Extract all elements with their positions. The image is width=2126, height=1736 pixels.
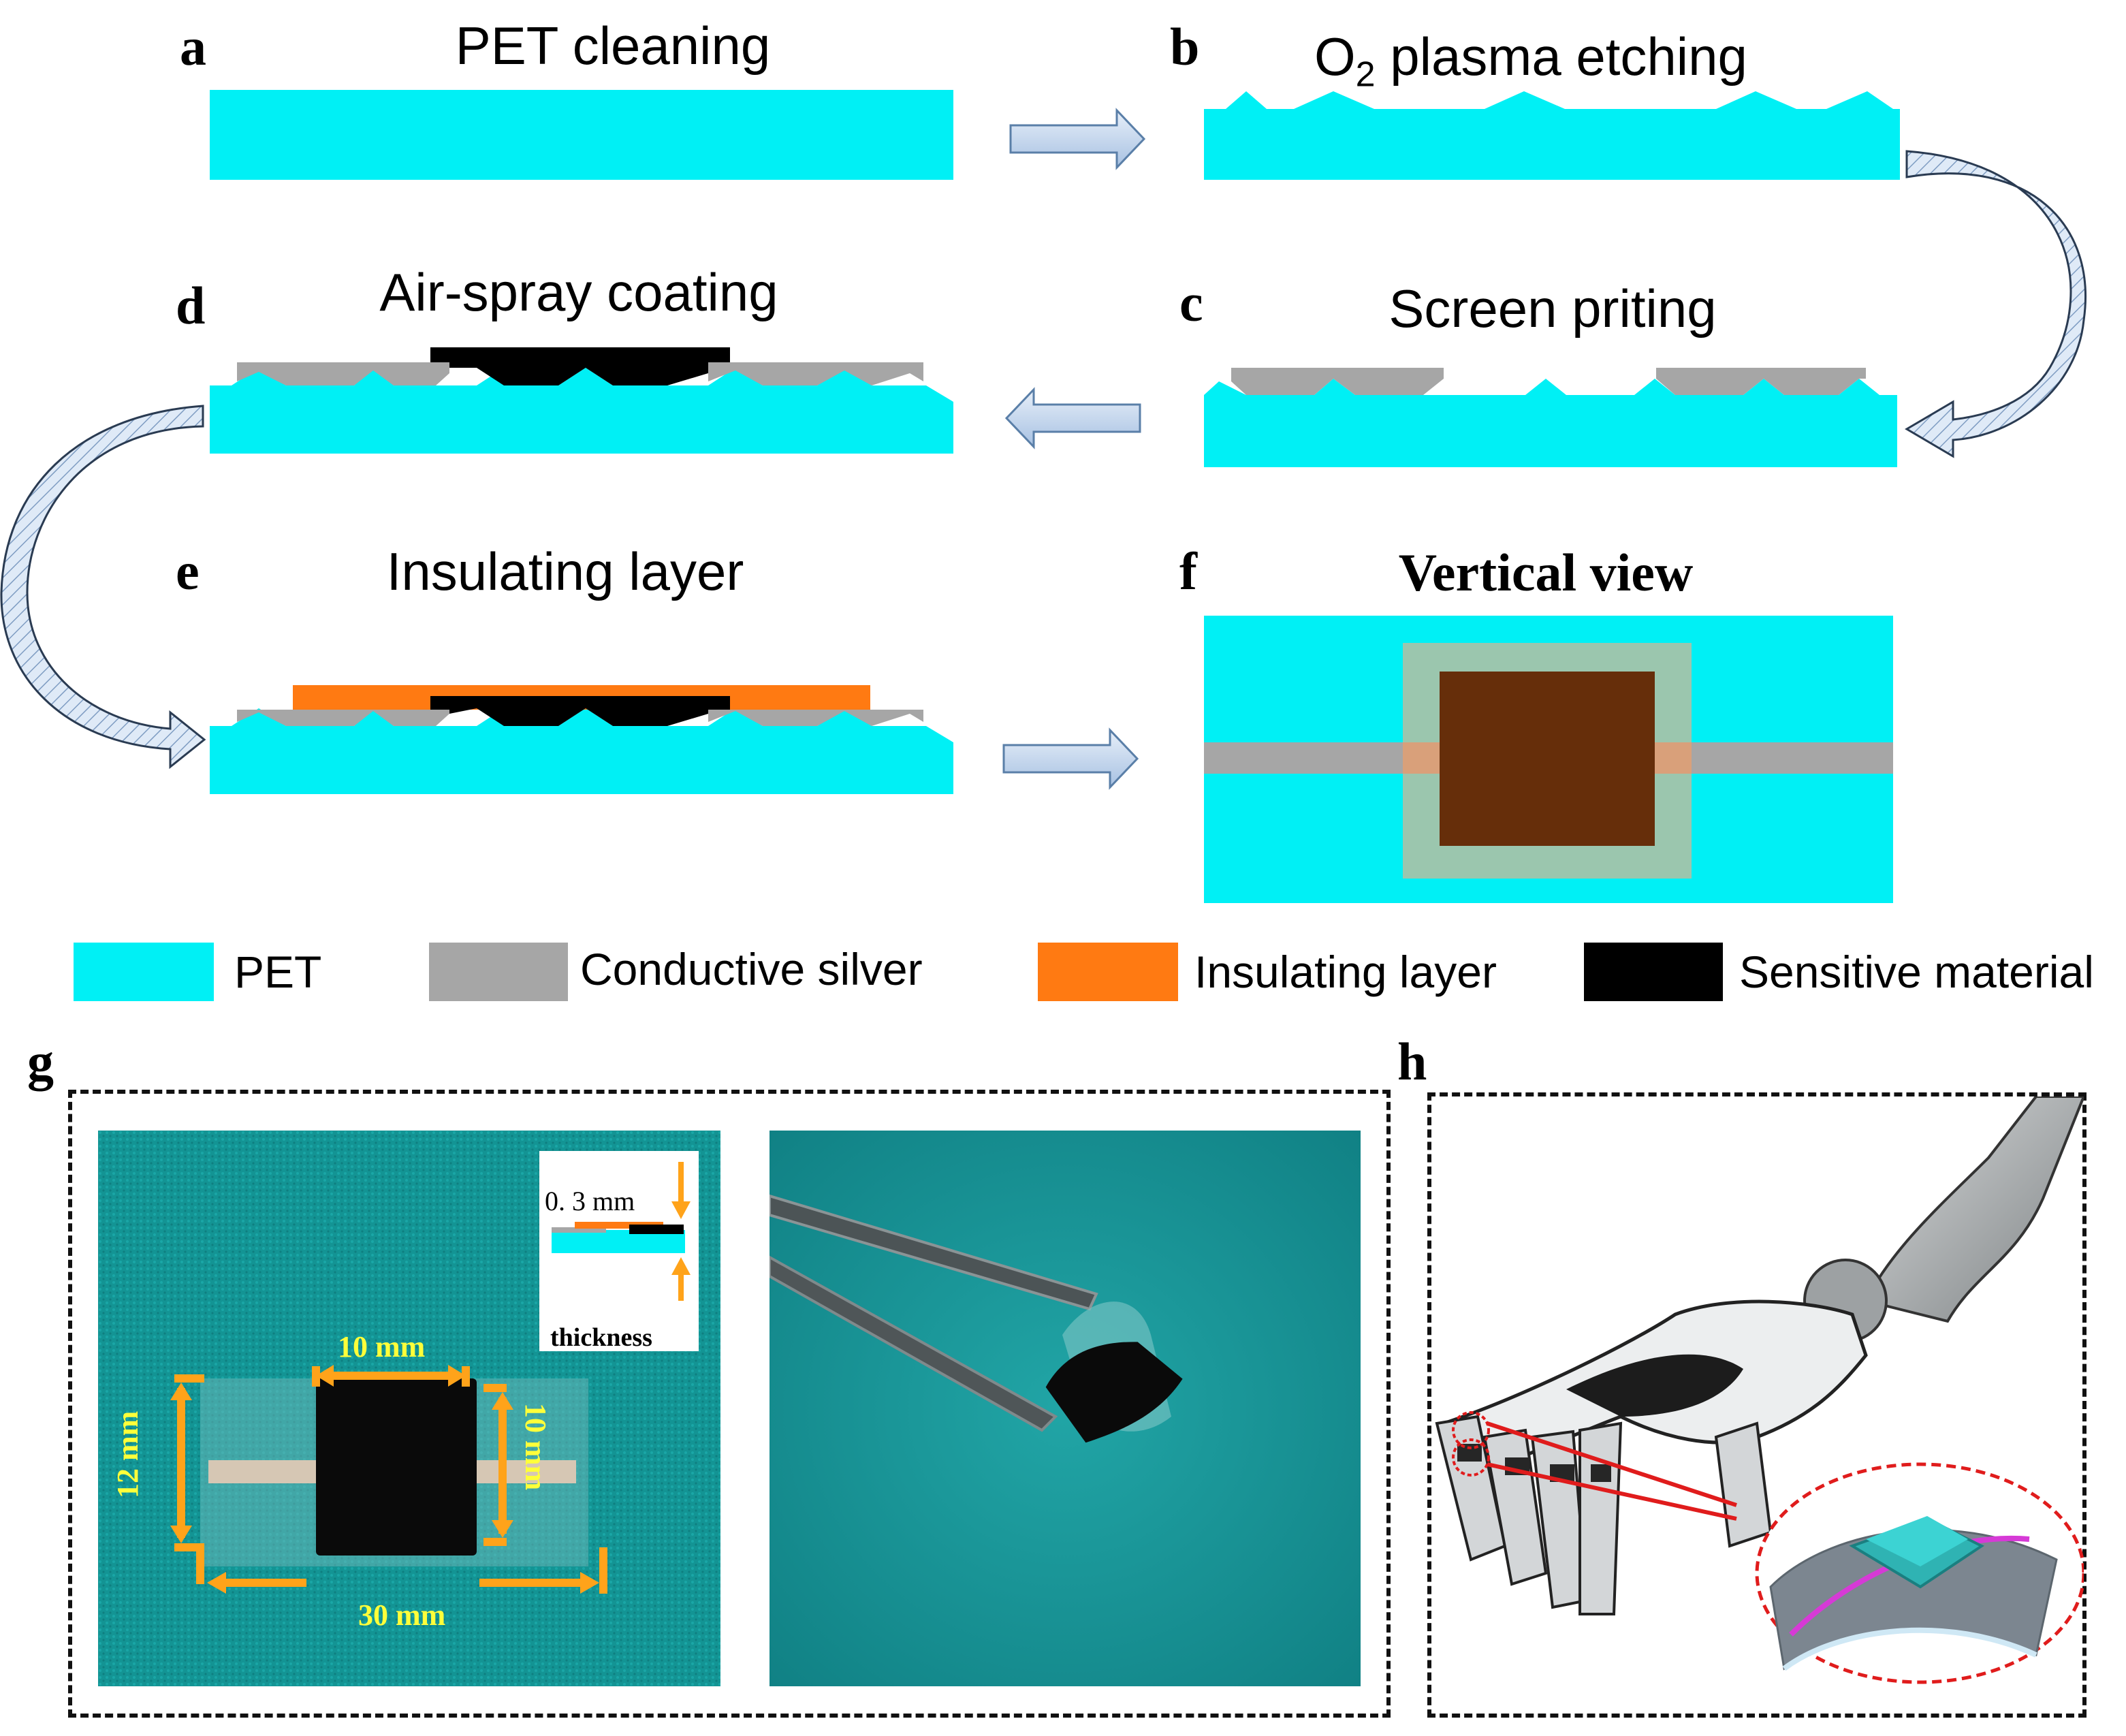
- device-photo: 10 mm 12 mm 10 mm 30 mm 0. 3 mm thicknes…: [98, 1131, 720, 1686]
- device-photo-art: [98, 1131, 720, 1686]
- legend-label-sensitive: Sensitive material: [1739, 947, 2094, 997]
- silver-under-frame-left: [1403, 742, 1440, 774]
- silver-trace-d-right: [708, 362, 923, 385]
- panel-h-frame: [1427, 1092, 2087, 1718]
- thickness-inset: [539, 1151, 699, 1351]
- legend-label-insulating: Insulating layer: [1194, 947, 1497, 997]
- panel-label-g: g: [27, 1032, 54, 1091]
- panel-label-a: a: [180, 17, 206, 76]
- silver-trace-e-left: [237, 710, 449, 726]
- arrow-a-to-b: [1009, 108, 1146, 170]
- legend-swatch-sensitive: [1584, 943, 1723, 1001]
- finger-surface-edge: [1782, 1627, 2037, 1671]
- panel-label-d: d: [176, 276, 206, 335]
- sensitive-core-top: [1440, 672, 1655, 846]
- legend-swatch-pet: [74, 943, 214, 1001]
- dim-width-bottom: 30 mm: [358, 1598, 446, 1632]
- arrow-b-to-c: [1905, 150, 2087, 458]
- dim-height-left: 12 mm: [111, 1410, 144, 1498]
- robotic-hand-illustration: [1435, 1096, 2084, 1684]
- robot-forearm: [1864, 1096, 2084, 1323]
- panel-title-b-sub: 2: [1355, 54, 1376, 95]
- pet-substrate-a: [210, 90, 953, 180]
- silver-trace-c-left: [1231, 368, 1444, 395]
- panel-label-h: h: [1397, 1032, 1427, 1091]
- pet-substrate-c: [1204, 379, 1897, 467]
- structure-e: [210, 685, 953, 794]
- arrow-c-to-d: [1004, 387, 1141, 449]
- panel-title-a: PET cleaning: [455, 16, 771, 76]
- structure-d: [210, 347, 953, 454]
- dim-height-right: 10 mm: [519, 1403, 552, 1491]
- sensitive-material-e: [430, 696, 730, 726]
- silver-trace-e-right: [708, 710, 923, 726]
- silver-trace-c-right: [1656, 368, 1866, 395]
- bent-sensitive-pad: [1045, 1342, 1183, 1443]
- dim-width-top: 10 mm: [338, 1330, 426, 1363]
- panel-title-e: Insulating layer: [386, 541, 744, 601]
- panel-title-b-o: O: [1314, 27, 1356, 86]
- panel-title-b: O2 plasma etching: [1314, 30, 1805, 93]
- panel-title-c: Screen priting: [1389, 279, 1717, 338]
- sensor-location-marker-1: [1452, 1411, 1490, 1449]
- legend-swatch-insulating: [1038, 943, 1178, 1001]
- panel-label-f: f: [1179, 541, 1197, 601]
- legend-swatch-silver: [429, 943, 568, 1001]
- inset-thickness-value: 0. 3 mm: [545, 1186, 635, 1216]
- callout-line-2: [1487, 1462, 1737, 1521]
- pet-substrate-e: [210, 708, 953, 794]
- pet-substrate-b: [1204, 91, 1900, 180]
- arrow-e-to-f: [1002, 727, 1139, 790]
- sensor-patch-top: [1866, 1516, 1968, 1566]
- panel-g-frame: [68, 1090, 1391, 1718]
- panel-title-b-rest: plasma etching: [1375, 27, 1747, 86]
- legend-label-silver: Conductive silver: [580, 944, 923, 994]
- legend-label-pet: PET: [234, 947, 322, 997]
- panel-title-f: Vertical view: [1398, 543, 1694, 602]
- dimension-markers: [174, 1366, 607, 1594]
- silver-trace-d-left: [237, 362, 449, 385]
- process-schematic: [0, 90, 2087, 903]
- tweezer-lower-arm: [770, 1255, 1058, 1432]
- pet-substrate-d: [210, 368, 953, 454]
- arrow-d-to-e: [0, 405, 206, 770]
- panel-label-c: c: [1179, 273, 1203, 332]
- sensitive-pad: [316, 1378, 477, 1556]
- bending-photo-art: [770, 1131, 1361, 1686]
- sensitive-material-d: [430, 347, 730, 385]
- dimension-arrowheads: [170, 1365, 599, 1594]
- structure-c: [1204, 368, 1897, 467]
- panel-title-d: Air-spray coating: [379, 262, 778, 322]
- vertical-view: [1204, 616, 1893, 903]
- robot-palm-dark: [1566, 1354, 1743, 1417]
- sensor-location-marker-2: [1452, 1438, 1490, 1477]
- panel-label-e: e: [176, 541, 200, 601]
- bending-photo: [770, 1131, 1361, 1686]
- panel-label-b: b: [1170, 17, 1200, 76]
- inset-thickness-label: thickness: [550, 1323, 652, 1352]
- callout-line-1: [1487, 1421, 1737, 1507]
- silver-under-frame-right: [1655, 742, 1692, 774]
